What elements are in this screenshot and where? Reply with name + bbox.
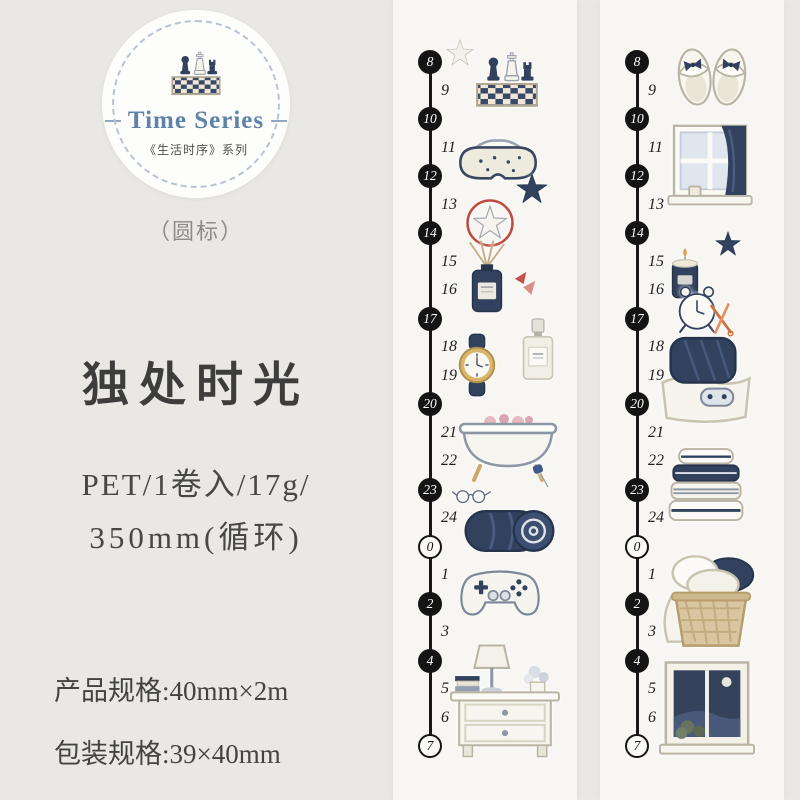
- timeline-hour-1: 1: [441, 566, 449, 583]
- game-controller-icon: [457, 560, 543, 626]
- timeline-hour-8: 8: [418, 50, 442, 74]
- timeline-hour-20: 20: [418, 392, 442, 416]
- badge-caption: （圆标）: [147, 219, 244, 244]
- slippers-icon: [664, 38, 760, 116]
- timeline-hour-6: 6: [648, 708, 656, 726]
- timeline-hour-5: 5: [648, 680, 656, 697]
- timeline-hour-14: 14: [418, 221, 442, 245]
- pillow-blanket-icon: [654, 330, 756, 426]
- timeline-hour-23: 23: [418, 477, 442, 502]
- size-specs: 产品规格:40mm×2m 包装规格:39×40mm: [54, 669, 288, 771]
- timeline-hour-13: 13: [441, 195, 457, 213]
- clips-red-icon: [509, 266, 541, 302]
- timeline-hour-24: 24: [441, 509, 457, 526]
- info-panel: Time Series 《生活时序》系列 （圆标） 独处时光 PET/1卷入/1…: [0, 0, 392, 800]
- deco-line-right: [271, 120, 288, 122]
- window-curtain-icon: [662, 122, 758, 212]
- timeline-hour-17: 17: [625, 306, 649, 331]
- timeline-hour-8: 8: [625, 50, 649, 74]
- pushpin-icon: [527, 460, 555, 492]
- timeline-hour-2: 2: [418, 591, 442, 616]
- timeline-hour-6: 6: [441, 708, 449, 726]
- timeline-hour-11: 11: [648, 138, 663, 156]
- timeline-hour-16: 16: [441, 281, 457, 298]
- timeline-hour-15: 15: [648, 252, 664, 270]
- timeline-hour-0: 0: [625, 534, 649, 559]
- timeline-hour-10: 10: [625, 107, 649, 131]
- timeline-hour-21: 21: [648, 423, 664, 441]
- timeline-hour-0: 0: [418, 534, 442, 559]
- timeline-hour-10: 10: [418, 107, 442, 131]
- badge-tick-ring: [112, 20, 280, 188]
- nightstand-lamp-icon: [449, 640, 561, 760]
- timeline-hour-9: 9: [441, 81, 449, 99]
- timeline-hour-19: 19: [648, 366, 664, 384]
- timeline-hour-24: 24: [648, 509, 664, 526]
- timeline-hour-9: 9: [648, 81, 656, 99]
- timeline-hour-18: 18: [441, 338, 457, 355]
- timeline-hour-14: 14: [625, 221, 649, 245]
- star-icon: [515, 172, 549, 206]
- timeline-hour-2: 2: [625, 591, 649, 616]
- perfume-icon: [505, 304, 571, 396]
- towels-icon: [658, 444, 754, 528]
- timeline-hour-11: 11: [441, 138, 456, 156]
- timeline-hour-7: 7: [625, 734, 649, 758]
- product-title: 独处时光: [82, 360, 310, 412]
- timeline-hour-4: 4: [418, 648, 442, 673]
- timeline-hour-4: 4: [625, 648, 649, 673]
- timeline-hour-19: 19: [441, 366, 457, 384]
- blanket-roll-icon: [461, 498, 557, 564]
- timeline-hour-18: 18: [648, 338, 664, 355]
- timeline-hour-20: 20: [625, 392, 649, 416]
- product-spec-length: 350mm(循环): [89, 520, 303, 555]
- product-size: 产品规格:40mm×2m: [54, 676, 289, 706]
- timeline-hour-15: 15: [441, 252, 457, 270]
- watch-icon: [445, 324, 509, 406]
- timeline-hour-12: 12: [625, 164, 649, 188]
- brand-badge: Time Series 《生活时序》系列: [102, 10, 290, 198]
- timeline-hour-1: 1: [648, 566, 656, 583]
- star-icon: [714, 230, 742, 258]
- product-spec-material: PET/1卷入/17g/: [81, 467, 311, 502]
- timeline-hour-3: 3: [648, 623, 656, 640]
- timeline-hour-21: 21: [441, 423, 457, 441]
- open-window-icon: [658, 656, 756, 764]
- timeline-hour-13: 13: [648, 195, 664, 213]
- laundry-basket-icon: [656, 546, 764, 652]
- package-size: 包装规格:39×40mm: [54, 739, 281, 769]
- timeline-hour-5: 5: [441, 680, 449, 697]
- timeline-hour-16: 16: [648, 281, 664, 298]
- timeline-hour-12: 12: [418, 164, 442, 188]
- timeline-hour-3: 3: [441, 623, 449, 640]
- timeline-hour-23: 23: [625, 477, 649, 502]
- chessboard-icon: [461, 50, 553, 118]
- timeline-hour-22: 22: [648, 452, 664, 469]
- timeline-hour-22: 22: [441, 452, 457, 469]
- timeline-hour-17: 17: [418, 306, 442, 331]
- timeline-hour-7: 7: [418, 734, 442, 758]
